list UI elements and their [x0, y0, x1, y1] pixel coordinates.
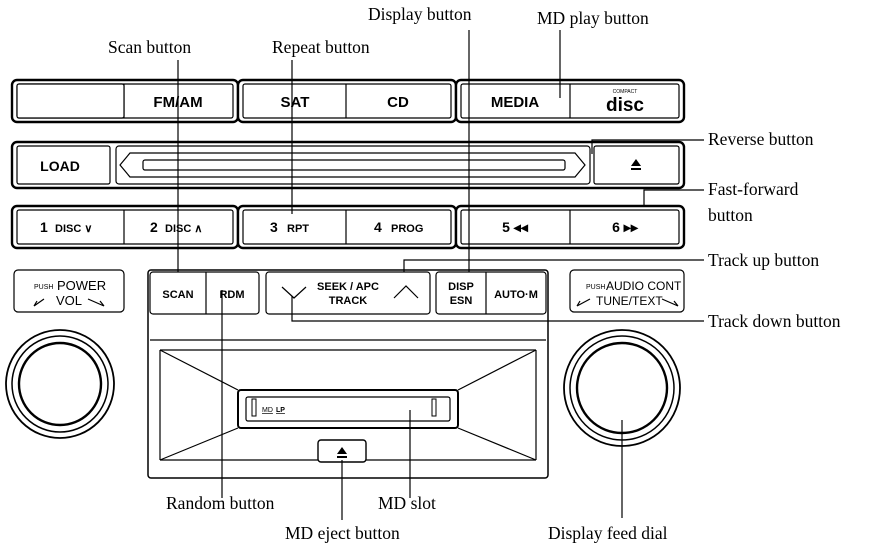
vol-up-arrow-icon: [87, 298, 105, 307]
vol-down-arrow-icon: [33, 298, 45, 307]
eject-icon: [631, 159, 641, 170]
power-volume-knob[interactable]: [5, 329, 115, 439]
scan-button-callout: Scan button: [108, 37, 191, 57]
preset-3-num: 3: [270, 219, 278, 235]
compact-logo-small: COMPACT: [613, 89, 638, 95]
preset-6-label: 6 ▸▸: [612, 219, 639, 235]
compact-disc-logo: COMPACT disc: [606, 89, 644, 116]
preset-2-num: 2: [150, 219, 158, 235]
tune-up-arrow-icon: [661, 298, 679, 307]
cd-slot: [142, 159, 566, 171]
preset-row: 1 DISC ∨ 2 DISC ∧ 3 RPT 4 PROG 5 ◂◂ 6 ▸▸: [10, 204, 686, 250]
md-slot-indicator-left: [251, 398, 257, 417]
md-area: MD LP: [159, 349, 537, 463]
preset-4-num: 4: [374, 219, 382, 235]
blank-button[interactable]: [16, 83, 125, 119]
rdm-label: RDM: [219, 289, 244, 301]
track-label: TRACK: [329, 295, 368, 307]
track-down-button-callout: Track down button: [708, 311, 841, 331]
audio-cont-text: AUDIO CONT: [606, 279, 682, 293]
tune-text-text: TUNE/TEXT: [596, 294, 663, 308]
preset-inner: [16, 209, 234, 245]
recess-bevel: [457, 427, 537, 461]
scan-label: SCAN: [162, 289, 193, 301]
top-row: FM/AM SAT CD MEDIA COMPACT disc: [10, 78, 686, 124]
sat-label: SAT: [281, 94, 310, 111]
recess-bevel: [457, 349, 537, 391]
display-feed-dial-callout: Display feed dial: [548, 523, 668, 543]
recess-bevel: [159, 427, 239, 461]
compact-logo-big: disc: [606, 95, 644, 116]
load-row: LOAD: [10, 140, 686, 190]
audio-push-text: PUSH: [586, 284, 605, 291]
power-vol-label: [13, 269, 125, 313]
md-logo-lp: LP: [276, 407, 285, 414]
fast-forward-callout-line2: button: [708, 205, 753, 225]
audio-tune-label: [569, 269, 685, 313]
tune-down-arrow-icon: [576, 298, 591, 307]
vol-text: VOL: [56, 293, 82, 308]
track-down-leader: [291, 296, 704, 322]
power-push-text: PUSH: [34, 284, 53, 291]
leader-lines: [177, 30, 704, 520]
preset-1-num: 1: [40, 219, 48, 235]
reverse-button-callout: Reverse button: [708, 129, 814, 149]
scan-rdm-frame: [149, 271, 260, 315]
random-button-callout: Random button: [166, 493, 275, 513]
seek-apc-label: SEEK / APC: [317, 281, 379, 293]
track-down-chevron-icon: [281, 286, 307, 299]
media-label: MEDIA: [491, 94, 540, 111]
disp-label: DISP: [448, 281, 474, 293]
md-logo-md: MD: [262, 407, 273, 414]
power-text: POWER: [57, 278, 106, 293]
seek-track-button[interactable]: [265, 271, 431, 315]
track-up-leader: [403, 259, 704, 272]
cd-label: CD: [387, 94, 409, 111]
preset-1-sub: DISC ∨: [55, 223, 92, 235]
preset-inner: [242, 209, 452, 245]
md-slot-inner: [245, 396, 451, 422]
auto-m-label: AUTO·M: [494, 289, 538, 301]
disp-auto-frame: [435, 271, 547, 315]
fast-forward-leader: [643, 189, 704, 206]
reverse-leader: [591, 139, 704, 154]
audio-tune-knob[interactable]: [563, 329, 681, 447]
disp-button[interactable]: [436, 272, 486, 314]
track-up-chevron-icon: [393, 285, 419, 299]
sat-cd-inner: [242, 83, 452, 119]
md-play-button-callout: MD play button: [537, 8, 649, 28]
preset-2-sub: DISC ∧: [165, 223, 202, 235]
tune-knob-cap: [575, 341, 669, 435]
preset-3-sub: RPT: [287, 223, 309, 235]
esn-label: ESN: [450, 295, 473, 307]
md-eject-button-callout: MD eject button: [285, 523, 400, 543]
recess-bevel: [159, 349, 239, 391]
md-eject-icon: [337, 447, 347, 458]
load-label: LOAD: [40, 158, 80, 174]
repeat-button-callout: Repeat button: [272, 37, 370, 57]
load-button[interactable]: [16, 145, 111, 185]
preset-4-sub: PROG: [391, 223, 423, 235]
md-slot-indicator-right: [431, 398, 437, 417]
md-slot-callout: MD slot: [378, 493, 436, 513]
display-button-callout: Display button: [368, 4, 472, 24]
fast-forward-callout-line1: Fast-forward: [708, 179, 799, 199]
preset-5-label: 5 ◂◂: [502, 219, 529, 235]
track-up-button-callout: Track up button: [708, 250, 819, 270]
power-knob-cap: [17, 341, 103, 427]
callouts: Display button MD play button Scan butto…: [108, 4, 841, 543]
